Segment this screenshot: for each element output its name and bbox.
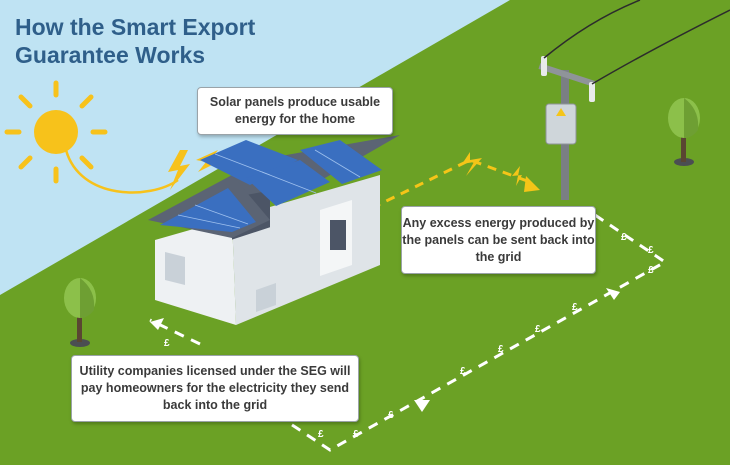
energy-flow-arrow	[371, 152, 540, 210]
pound-sign-icon: £	[318, 429, 324, 440]
pound-sign-icon: £	[164, 338, 170, 349]
pound-sign-icon: £	[535, 324, 541, 335]
utility-pole	[538, 0, 730, 200]
tree	[64, 278, 96, 347]
solar-panel	[300, 140, 382, 184]
pound-sign-icon: £	[572, 302, 578, 313]
pound-sign-icon: £	[648, 245, 654, 256]
house	[148, 135, 400, 325]
pound-sign-icon: £	[648, 265, 654, 276]
callout-excess-energy: Any excess energy produced by the panels…	[401, 206, 596, 274]
callout-utility-text: Utility companies licensed under the SEG…	[79, 364, 351, 412]
pound-sign-icon: £	[460, 366, 466, 377]
pound-sign-icon: £	[621, 232, 627, 243]
tree	[668, 98, 700, 166]
solar-panel	[200, 140, 298, 185]
page-title: How the Smart Export Guarantee Works	[15, 13, 315, 69]
payment-flow-path: £ £ £ £ £ £ £ £ £ £ £	[149, 213, 668, 452]
solar-panel	[246, 160, 330, 206]
title-line-1: How the Smart Export	[15, 14, 256, 40]
callout-solar-panels: Solar panels produce usable energy for t…	[197, 87, 393, 135]
title-line-2: Guarantee Works	[15, 42, 206, 68]
callout-excess-text: Any excess energy produced by the panels…	[402, 215, 595, 264]
pound-sign-icon: £	[388, 410, 394, 421]
sun-icon	[4, 80, 179, 194]
pound-sign-icon: £	[353, 429, 359, 440]
warning-icon	[556, 108, 566, 116]
callout-solar-text: Solar panels produce usable energy for t…	[209, 95, 381, 126]
lightning-bolt-icon	[168, 150, 190, 190]
callout-utility-payment: Utility companies licensed under the SEG…	[71, 355, 359, 422]
pound-sign-icon: £	[498, 344, 504, 355]
